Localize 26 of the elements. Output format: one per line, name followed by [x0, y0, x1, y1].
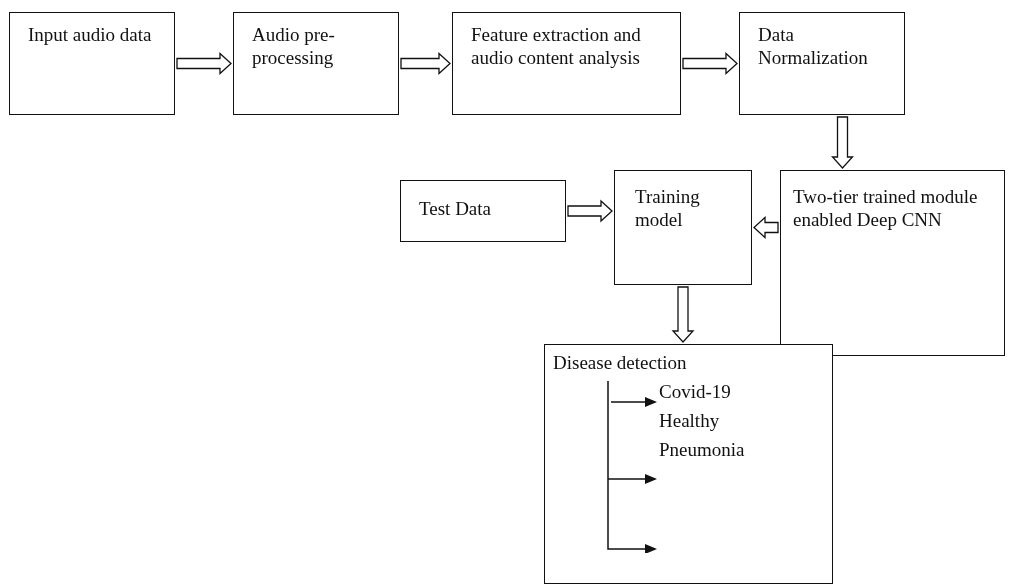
process-box	[400, 180, 566, 242]
box-text: Feature extraction and audio content analysis	[471, 23, 642, 69]
class-label: Covid-19	[659, 380, 731, 403]
block-arrow	[567, 199, 613, 223]
class-label: Healthy	[659, 409, 720, 432]
box-text: Test Data	[419, 197, 492, 220]
box-text: Audio pre-processing	[252, 23, 336, 69]
box-text: Input audio data	[28, 23, 153, 46]
process-box	[452, 12, 681, 115]
box-text: Data Normalization	[758, 23, 869, 69]
block-arrow	[400, 52, 451, 75]
box-text: Two-tier trained module enabled Deep CNN	[793, 185, 979, 231]
process-box	[9, 12, 175, 115]
class-label: Pneumonia	[659, 438, 745, 461]
block-arrow	[682, 52, 738, 75]
block-arrow	[753, 216, 779, 239]
box-title: Disease detection	[553, 351, 688, 374]
block-arrow	[831, 116, 854, 169]
process-box	[780, 170, 1005, 356]
process-box	[233, 12, 399, 115]
block-arrow	[176, 52, 232, 75]
block-arrow	[671, 286, 695, 343]
process-box	[739, 12, 905, 115]
process-box	[614, 170, 752, 285]
process-box	[544, 344, 833, 584]
box-text: Training model	[635, 185, 701, 231]
